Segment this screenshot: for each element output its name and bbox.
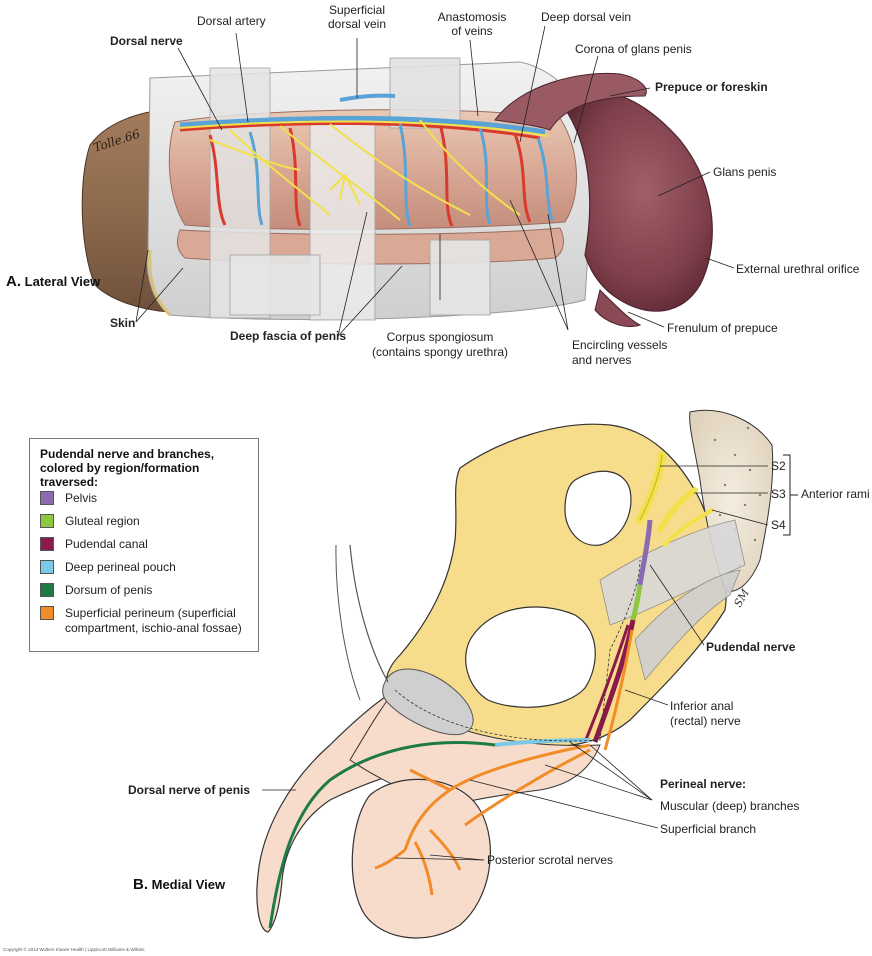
- legend-swatch-deep-pouch: [40, 560, 54, 574]
- frenulum: [594, 289, 642, 327]
- label-dorsal-nerve-of-penis: Dorsal nerve of penis: [128, 783, 251, 797]
- encircling-vessels: [208, 123, 554, 227]
- label-perineal-nerve: Perineal nerve:: [660, 777, 747, 791]
- legend-label: Superficial perineum (superficial: [65, 606, 236, 620]
- pudendal-nerve-pelvis: [637, 519, 653, 586]
- label-superficial-branch: Superficial branch: [660, 822, 757, 836]
- legend-swatch-dorsum: [40, 583, 54, 597]
- lateral-view-text: Lateral View: [24, 274, 101, 289]
- lateral-view-illustration: Tolle.66: [81, 57, 713, 327]
- legend-swatch-superficial-perineum: [40, 606, 54, 620]
- label-s3: S3: [771, 487, 786, 501]
- label-anterior-rami: Anterior rami: [801, 487, 870, 501]
- label-s4: S4: [771, 518, 786, 532]
- label-dorsal-artery: Dorsal artery: [197, 14, 266, 28]
- sacrotuberous-ligament: [634, 569, 741, 681]
- label-frenulum: Frenulum of prepuce: [667, 321, 778, 335]
- dorsal-nerve: [179, 119, 549, 221]
- label-deep-fascia: Deep fascia of penis: [230, 329, 347, 343]
- label-muscular-branches: Muscular (deep) branches: [660, 799, 800, 813]
- copyright-notice: Copyright © 2013 Wolters Kluwer Health |…: [3, 947, 145, 952]
- label-glans: Glans penis: [713, 165, 777, 179]
- label-anastomosis-line2: of veins: [451, 24, 493, 38]
- lateral-view-title: A. Lateral View: [6, 273, 100, 290]
- label-deep-dorsal-vein: Deep dorsal vein: [541, 10, 632, 24]
- sciatic-opening: [564, 470, 632, 546]
- skin-edge: [148, 249, 172, 317]
- label-inferior-anal-line1: Inferior anal: [670, 699, 734, 713]
- lateral-view-letter: A.: [6, 273, 21, 290]
- legend-title: Pudendal nerve and branches, colored by …: [40, 447, 215, 489]
- label-dorsal-nerve: Dorsal nerve: [110, 34, 183, 48]
- label-posterior-scrotal: Posterior scrotal nerves: [487, 853, 614, 867]
- spermatic-cord: [349, 544, 389, 683]
- fascia-band: [309, 119, 376, 321]
- medial-view-title: B. Medial View: [133, 876, 225, 893]
- label-corpus-spongiosum-line2: (contains spongy urethra): [371, 345, 509, 359]
- perineal-nerve-branches: [374, 743, 591, 896]
- label-pudendal-nerve: Pudendal nerve: [706, 640, 796, 654]
- fascia-band: [389, 57, 461, 129]
- glans-penis: [559, 91, 713, 312]
- sacrum: [689, 409, 774, 592]
- label-corona: Corona of glans penis: [575, 42, 692, 56]
- obturator-foramen: [465, 606, 596, 708]
- label-superficial-dorsal-vein-line1: Superficial: [328, 3, 386, 17]
- legend-label: Deep perineal pouch: [65, 560, 176, 574]
- pudendal-nerve-deep-pouch: [494, 738, 591, 747]
- spermatic-cord: [335, 544, 361, 701]
- medial-view-letter: B.: [133, 876, 148, 893]
- label-encircling-line1: Encircling vessels: [572, 338, 668, 352]
- dorsal-artery: [179, 121, 541, 140]
- fascia-band: [429, 239, 491, 316]
- legend-label: Gluteal region: [65, 514, 140, 528]
- crus-of-penis: [382, 668, 474, 736]
- label-encircling-line2: and nerves: [572, 353, 632, 367]
- label-inferior-anal-line2: (rectal) nerve: [670, 714, 741, 728]
- label-anastomosis-line1: Anastomosis: [437, 10, 507, 24]
- medial-view-illustration: SM: [256, 409, 798, 939]
- legend-swatch-pudendal-canal: [40, 537, 54, 551]
- pudendal-nerve-gluteal: [630, 584, 643, 621]
- superficial-dorsal-vein: [339, 93, 396, 102]
- legend-label: Pudendal canal: [65, 537, 148, 551]
- label-corpus-spongiosum-line1: Corpus spongiosum: [386, 330, 494, 344]
- fascia-band: [229, 254, 321, 316]
- legend-label-line2: compartment, ischio-anal fossae): [65, 621, 242, 635]
- inferior-anal-nerve: [603, 629, 634, 751]
- label-skin: Skin: [110, 316, 136, 330]
- anterior-rami-bracket: [783, 454, 798, 536]
- leader-lines: [135, 25, 769, 861]
- prepuce: [494, 72, 647, 131]
- deep-perineal-pouch-outline: [394, 559, 641, 742]
- medial-view-text: Medial View: [151, 877, 226, 892]
- legend-swatch-pelvis: [40, 491, 54, 505]
- anterior-rami-nerves: [636, 451, 714, 547]
- pudendal-nerve-canal: [583, 624, 630, 743]
- legend-swatch-gluteal: [40, 514, 54, 528]
- label-prepuce: Prepuce or foreskin: [655, 80, 768, 94]
- legend-label: Pelvis: [65, 491, 98, 505]
- legend-box: Pudendal nerve and branches, colored by …: [29, 438, 259, 652]
- label-s2: S2: [771, 459, 786, 473]
- deep-dorsal-vein: [179, 115, 546, 135]
- label-urethral-orifice: External urethral orifice: [736, 262, 860, 276]
- label-superficial-dorsal-vein-line2: dorsal vein: [327, 17, 387, 31]
- legend-label: Dorsum of penis: [65, 583, 153, 597]
- dorsal-nerve-of-penis: [268, 741, 496, 929]
